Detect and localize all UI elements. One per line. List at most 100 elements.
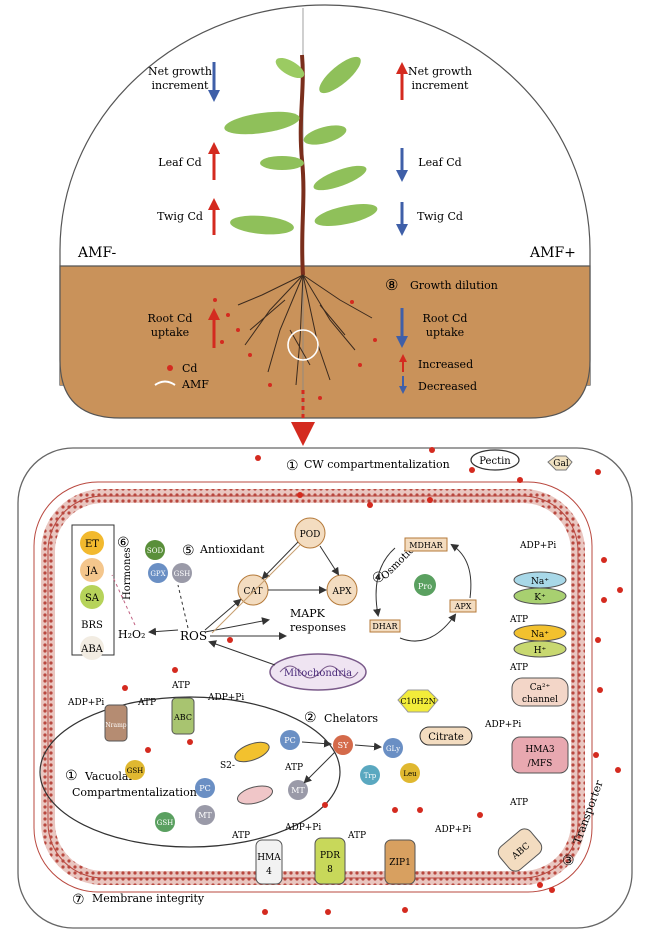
left-trait-2: Leaf Cd [158, 156, 201, 169]
osmotic-num: ④ [372, 570, 385, 586]
hormone-aba-label: ABA [80, 644, 104, 655]
hormone-ja-label: JA [85, 566, 98, 577]
hormones-label: Hormones [122, 547, 133, 600]
trp-label: Trp [364, 772, 377, 780]
antioxidant-num: ⑤ [182, 543, 195, 559]
apx-small-label: APX [332, 587, 353, 597]
gpx-circle [148, 563, 168, 583]
left-arrow-up-twig [208, 198, 220, 235]
roots-illustration [237, 274, 373, 386]
mt-circle-1 [288, 780, 308, 800]
right-trait-2: Leaf Cd [418, 156, 461, 169]
right-arrow-up-growth [396, 62, 408, 100]
vacuolar-line1: Vacuolar [84, 770, 134, 783]
legend-cd-dot [167, 365, 173, 371]
plant-illustration [224, 54, 378, 276]
channel-na-k: Na⁺ K⁺ [513, 571, 567, 605]
root-uptake-left-1: Root Cd [148, 312, 193, 325]
right-arrow-down-twig [396, 202, 408, 236]
gpx-label: GPX [150, 570, 165, 578]
membrane-label: Membrane integrity [92, 892, 205, 905]
left-arrow-up-leaf [208, 142, 220, 180]
c10h2n-hexagon [397, 689, 439, 713]
left-arrow-up-root [208, 308, 220, 348]
gly-label: GLy [386, 745, 400, 753]
pro-circle [414, 574, 436, 596]
membrane-num: ⑦ [72, 892, 85, 908]
channel-na-h: Na⁺ H⁺ [513, 624, 567, 658]
svg-text:H⁺: H⁺ [534, 646, 547, 656]
root-uptake-right-1: Root Cd [423, 312, 468, 325]
c10h2n-label: C10H2N [400, 697, 435, 706]
svg-text:channel: channel [522, 695, 558, 705]
channel-atp-3: ATP [509, 798, 528, 808]
transporter-num: ③ [562, 853, 575, 869]
left-trait-1-line1: Net growth [148, 65, 212, 78]
corner-adp: ADP+Pi [434, 825, 471, 835]
svg-text:4: 4 [266, 867, 272, 877]
svg-text:Na⁺: Na⁺ [531, 630, 549, 640]
bottom-adp-1: ADP+Pi [284, 823, 321, 833]
pod-label: POD [300, 530, 321, 540]
pc-label-1: PC [284, 736, 296, 745]
legend-amf: AMF [181, 378, 209, 391]
abc-vac-transporter: ABC [171, 697, 195, 735]
hormone-sa [80, 585, 104, 609]
bottom-atp-2: ATP [347, 831, 366, 841]
mdhar-label: MDHAR [409, 541, 443, 550]
amf-minus-label: AMF- [77, 245, 117, 261]
amf-plus-label: AMF+ [529, 245, 576, 261]
abc-corner-transporter: ABC [497, 828, 543, 872]
zip1-transporter: ZIP1 [384, 839, 416, 885]
pod-circle [294, 517, 326, 549]
gal-hexagon [547, 455, 573, 471]
right-trait-1-line1: Net growth [408, 65, 472, 78]
chelators-label: Chelators [324, 712, 378, 725]
svg-text:ABC: ABC [173, 713, 192, 722]
pro-label: Pro [418, 582, 432, 591]
svg-text:8: 8 [327, 865, 333, 875]
cell-panel: ① CW compartmentalization Pectin Gal ET … [17, 447, 633, 929]
hormones-num: ⑥ [117, 535, 130, 551]
hormone-et-label: ET [85, 539, 99, 550]
pdr8-transporter: PDR 8 [314, 837, 346, 885]
growth-dilution-label: Growth dilution [410, 279, 498, 292]
vac-membrane-transporter-2 [236, 785, 274, 805]
mitochondria [269, 653, 367, 691]
svg-text:Na⁺: Na⁺ [531, 577, 549, 587]
gal-label: Gal [553, 459, 569, 469]
mt-circle-2 [195, 805, 215, 825]
channel-ca: Ca²⁺ channel [511, 677, 569, 707]
leu-label: Leu [403, 770, 417, 778]
leu-circle [400, 763, 420, 783]
citrate-box [419, 726, 473, 746]
pectin-oval [470, 449, 520, 471]
root-uptake-left-2: uptake [151, 326, 189, 339]
pc-circle-1 [280, 730, 300, 750]
chelators-num: ② [304, 710, 317, 726]
vac-adp-1: ADP+Pi [67, 698, 104, 708]
sy-circle [333, 735, 353, 755]
svg-text:HMA: HMA [257, 853, 281, 863]
svg-text:Nramp: Nramp [105, 722, 126, 729]
pectin-label: Pectin [479, 456, 511, 467]
svg-text:Ca²⁺: Ca²⁺ [530, 683, 551, 693]
hormone-brs-label: BRS [81, 620, 103, 631]
hormone-ja [80, 558, 104, 582]
pc-circle-2 [195, 778, 215, 798]
root-uptake-right-2: uptake [426, 326, 464, 339]
hormone-et [80, 531, 104, 555]
svg-text:ZIP1: ZIP1 [389, 858, 411, 868]
trp-circle [360, 765, 380, 785]
hormone-sa-label: SA [85, 593, 100, 604]
gsh-circle [172, 563, 192, 583]
dhar-box [369, 619, 401, 633]
ros-label: ROS [180, 629, 207, 643]
left-arrow-down-growth [208, 62, 220, 102]
vacuole [39, 696, 341, 848]
right-arrow-down-leaf [396, 148, 408, 182]
svg-text:HMA3: HMA3 [525, 745, 555, 755]
apx-box [449, 599, 477, 613]
mdhar-box [404, 537, 448, 552]
gsh-label-2: GSH [127, 767, 144, 775]
